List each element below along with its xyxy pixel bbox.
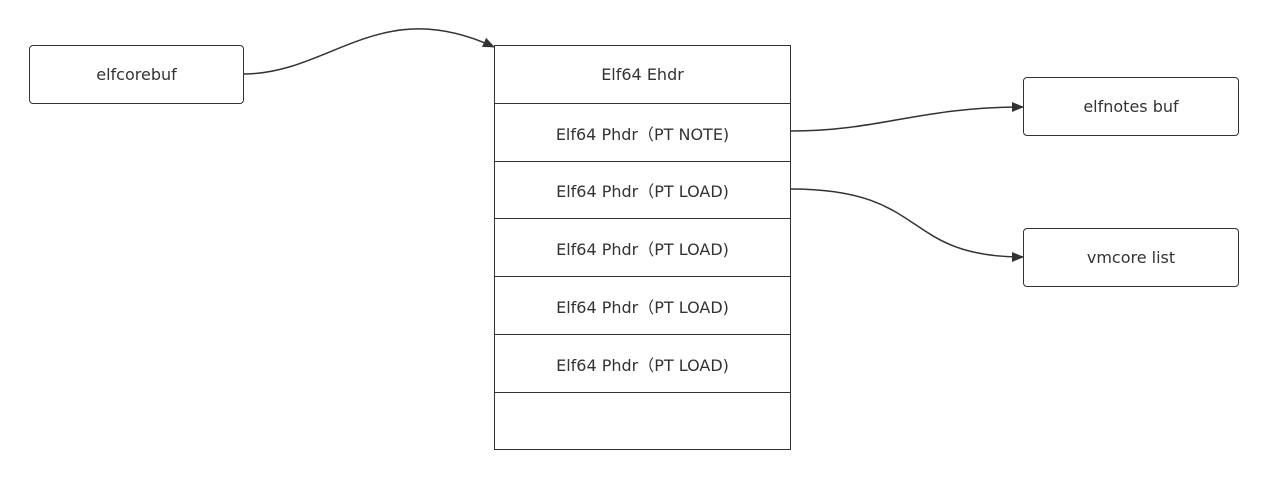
stack-row-empty (495, 393, 790, 449)
arrow-load-to-vmcore (790, 188, 1024, 262)
stack-row-phdr-note: Elf64 Phdr（PT NOTE) (495, 104, 790, 162)
vmcore-list-node: vmcore list (1023, 228, 1239, 287)
elfcorebuf-node: elfcorebuf (29, 45, 244, 104)
stack-row-label: Elf64 Phdr（PT NOTE) (555, 124, 730, 144)
stack-row-phdr-load-1: Elf64 Phdr（PT LOAD) (495, 162, 790, 219)
stack-row-label: Elf64 Phdr（PT LOAD) (556, 355, 729, 375)
vmcore-list-label: vmcore list (1086, 248, 1176, 267)
stack-row-phdr-load-2: Elf64 Phdr（PT LOAD) (495, 219, 790, 277)
stack-row-label: Elf64 Phdr（PT LOAD) (556, 239, 729, 259)
stack-row-label: Elf64 Phdr（PT LOAD) (556, 182, 729, 201)
arrow-elfcorebuf-to-ehdr (243, 28, 495, 75)
stack-row-phdr-load-3: Elf64 Phdr（PT LOAD) (495, 277, 790, 335)
stack-row-ehdr: Elf64 Ehdr (495, 46, 790, 104)
elfnotes-buf-label: elfnotes buf (1083, 97, 1179, 116)
elf-header-stack: Elf64 Ehdr Elf64 Phdr（PT NOTE) Elf64 Phd… (494, 45, 791, 450)
stack-row-label: Elf64 Ehdr (601, 65, 684, 84)
stack-row-phdr-load-4: Elf64 Phdr（PT LOAD) (495, 335, 790, 393)
elfnotes-buf-node: elfnotes buf (1023, 77, 1239, 136)
arrow-note-to-elfnotes (790, 102, 1024, 132)
stack-row-label: Elf64 Phdr（PT LOAD) (556, 297, 729, 317)
elfcorebuf-label: elfcorebuf (96, 65, 177, 84)
